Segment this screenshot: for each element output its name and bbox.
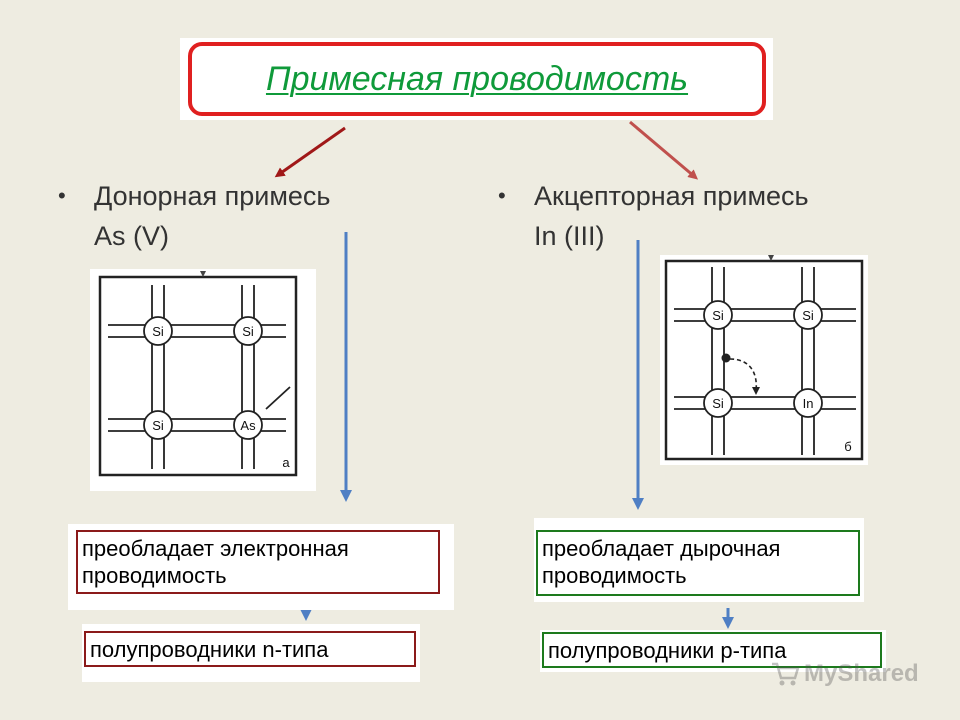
atom-si-2 — [233, 316, 263, 346]
atom-label: Si — [802, 308, 814, 323]
atom-label: In — [803, 396, 814, 411]
page-title: Примесная проводимость — [265, 59, 689, 98]
acceptor-bullet: • Акцепторная примесь In (III) — [498, 176, 809, 256]
donor-result-box: преобладает электронная проводимость — [76, 530, 440, 594]
donor-lattice-diagram: Si Si Si As а — [90, 269, 316, 491]
watermark-logo: MyShared — [770, 660, 919, 688]
atom-label: Si — [152, 324, 164, 339]
donor-type-container: полупроводники n-типа — [82, 624, 420, 682]
acceptor-result-line1: преобладает дырочная — [542, 536, 781, 561]
watermark-text: MyShared — [804, 660, 919, 687]
donor-label: Донорная примесь — [94, 181, 331, 211]
atom-label: Si — [152, 418, 164, 433]
arrow-to-donor — [274, 126, 346, 178]
atom-label: Si — [712, 308, 724, 323]
atom-si-1 — [143, 316, 173, 346]
acceptor-result-box: преобладает дырочная проводимость — [536, 530, 860, 596]
acceptor-result-container: преобладает дырочная проводимость — [534, 518, 864, 602]
atom-in — [793, 388, 823, 418]
atom-label: As — [240, 418, 256, 433]
donor-type-box: полупроводники n-типа — [84, 631, 416, 667]
bullet-dot: • — [58, 183, 66, 208]
donor-result-container: преобладает электронная проводимость — [68, 524, 454, 610]
panel-letter: б — [844, 439, 851, 454]
acceptor-element: In (III) — [534, 221, 605, 251]
acceptor-lattice-diagram: Si Si Si In б — [660, 255, 868, 465]
atom-si-3 — [143, 410, 173, 440]
acceptor-label: Акцепторная примесь — [534, 181, 809, 211]
donor-element: As (V) — [94, 221, 170, 251]
atom-label: Si — [712, 396, 724, 411]
title-container: Примесная проводимость — [180, 38, 773, 120]
arrow-to-acceptor — [629, 120, 699, 180]
atom-si-2 — [793, 300, 823, 330]
acceptor-type-container: полупроводники p-типа — [540, 630, 886, 672]
panel-letter: а — [282, 455, 290, 470]
acceptor-type-box: полупроводники p-типа — [542, 632, 882, 668]
donor-result-line1: преобладает электронная — [82, 536, 349, 561]
atom-si-3 — [703, 388, 733, 418]
atom-label: Si — [242, 324, 254, 339]
acceptor-type-label: полупроводники p-типа — [548, 638, 787, 663]
atom-si-1 — [703, 300, 733, 330]
title-frame: Примесная проводимость — [188, 42, 766, 116]
bullet-dot: • — [498, 183, 506, 208]
donor-type-label: полупроводники n-типа — [90, 637, 329, 662]
acceptor-result-line2: проводимость — [542, 563, 687, 588]
electron-dot — [721, 353, 731, 363]
donor-bullet: • Донорная примесь As (V) — [58, 176, 331, 256]
cart-icon — [772, 662, 800, 686]
donor-result-line2: проводимость — [82, 563, 227, 588]
atom-as — [233, 410, 263, 440]
